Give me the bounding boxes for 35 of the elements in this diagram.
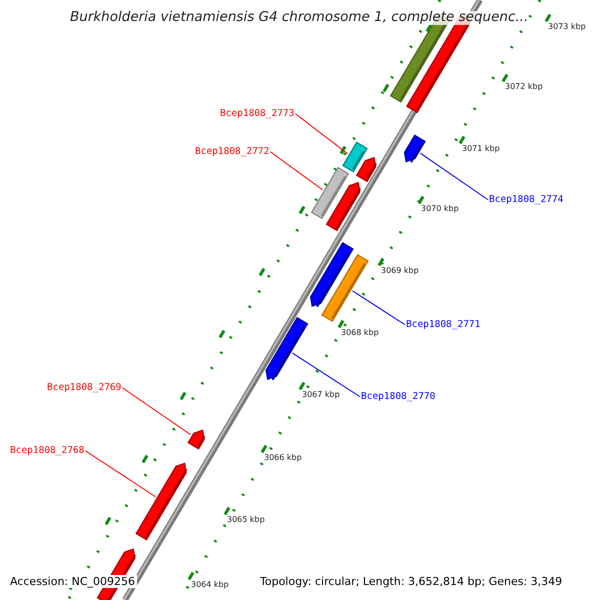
gene-label: Bcep1808_2771 xyxy=(406,320,480,330)
leader-line xyxy=(352,290,406,326)
scale-label: 3069 kbp xyxy=(381,267,419,275)
accession-text: Accession: NC_009256 xyxy=(8,575,138,588)
gene-label: Bcep1808_2773 xyxy=(220,109,294,118)
scale-label: 3065 kbp xyxy=(227,516,265,524)
gene-bar xyxy=(321,254,369,322)
leader-line xyxy=(270,151,324,190)
scale-label: 3073 kbp xyxy=(548,23,586,31)
title: Burkholderia vietnamiensis G4 chromosome 1, complete sequenc... xyxy=(70,11,528,24)
leader-line xyxy=(294,113,348,154)
gene-feature xyxy=(135,462,188,540)
gene-label: Bcep1808_2770 xyxy=(361,392,436,402)
gene-label: Bcep1808_2769 xyxy=(47,383,122,392)
gene-feature xyxy=(404,134,426,163)
genome-info-text: Topology: circular; Length: 3,652,814 bp; Genes: 3,349 xyxy=(258,575,564,588)
gene-feature xyxy=(356,156,377,182)
gene-bar xyxy=(342,142,368,172)
gene-label: Bcep1808_2768 xyxy=(10,446,84,456)
gene-feature xyxy=(326,182,361,232)
gene-feature xyxy=(265,316,308,380)
leader-line xyxy=(122,387,192,436)
scale-label: 3070 kbp xyxy=(421,205,459,213)
scale-label: 3072 kbp xyxy=(505,83,543,91)
leader-line xyxy=(84,450,156,498)
scale-label: 3064 kbp xyxy=(191,581,229,589)
scale-label: 3071 kbp xyxy=(462,145,500,153)
scale-label: 3068 kbp xyxy=(341,329,379,337)
gene-label: Bcep1808_2772 xyxy=(195,147,270,156)
gene-label: Bcep1808_2774 xyxy=(489,195,564,204)
leader-line xyxy=(292,352,360,398)
leader-line xyxy=(420,152,488,200)
scale-label: 3066 kbp xyxy=(264,454,302,462)
gene-feature xyxy=(187,429,206,450)
scale-label: 3067 kbp xyxy=(302,391,340,399)
